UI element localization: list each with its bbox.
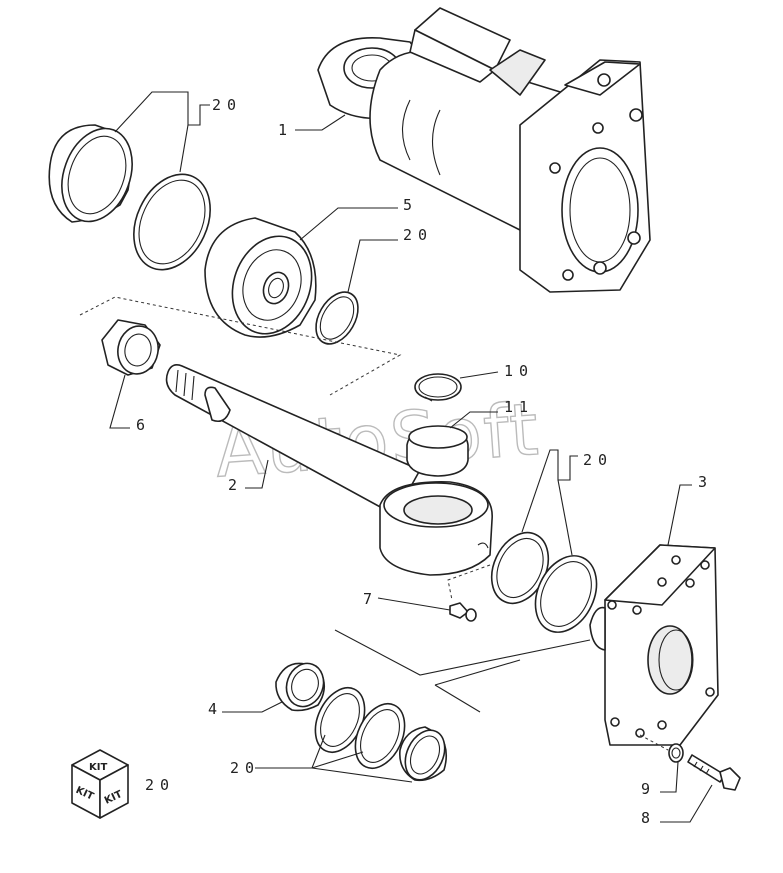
part-20-ring-bottom-b <box>354 703 406 769</box>
part-10-circlip <box>414 373 462 402</box>
part-3-end-flange <box>589 544 719 746</box>
part-9-washer <box>668 743 684 763</box>
callout-7: 7 <box>363 590 378 608</box>
part-7-grease-nipple <box>449 602 477 622</box>
callout-11: 11 <box>504 398 534 416</box>
part-1-cylinder-housing <box>317 7 651 293</box>
kit-box-icon: KIT KIT KIT <box>71 749 129 819</box>
callout-3: 3 <box>698 473 713 491</box>
part-20-o-ring-small <box>315 291 359 345</box>
callout-9: 9 <box>641 780 656 798</box>
callout-8: 8 <box>641 809 656 827</box>
part-20-ring-bottom-a <box>314 687 366 753</box>
part-4-bushing <box>275 662 326 712</box>
callout-20-ring: 20 <box>403 226 433 244</box>
part-11-spherical-bearing <box>406 425 469 477</box>
callout-4: 4 <box>208 700 223 718</box>
callout-1: 1 <box>278 121 293 139</box>
callout-20-right: 20 <box>583 451 613 469</box>
part-8-bolt <box>687 754 741 791</box>
part-20-seal-cup <box>48 124 133 223</box>
kit-label-top: KIT <box>89 762 107 773</box>
callout-20-top: 20 <box>212 96 242 114</box>
part-6-nut <box>101 319 161 376</box>
callout-20-kit: 20 <box>145 776 175 794</box>
callout-10: 10 <box>504 362 534 380</box>
callout-2: 2 <box>228 476 243 494</box>
callout-20-bottom: 20 <box>230 759 260 777</box>
part-5-piston <box>204 217 317 338</box>
callout-5: 5 <box>403 196 418 214</box>
part-20-o-ring-right-a <box>490 531 550 605</box>
part-20-o-ring-large <box>133 173 211 271</box>
part-20-seal-cup-bottom <box>398 726 448 782</box>
callout-6: 6 <box>136 416 151 434</box>
part-20-o-ring-right-b <box>534 555 598 633</box>
part-2-piston-rod <box>165 364 493 576</box>
